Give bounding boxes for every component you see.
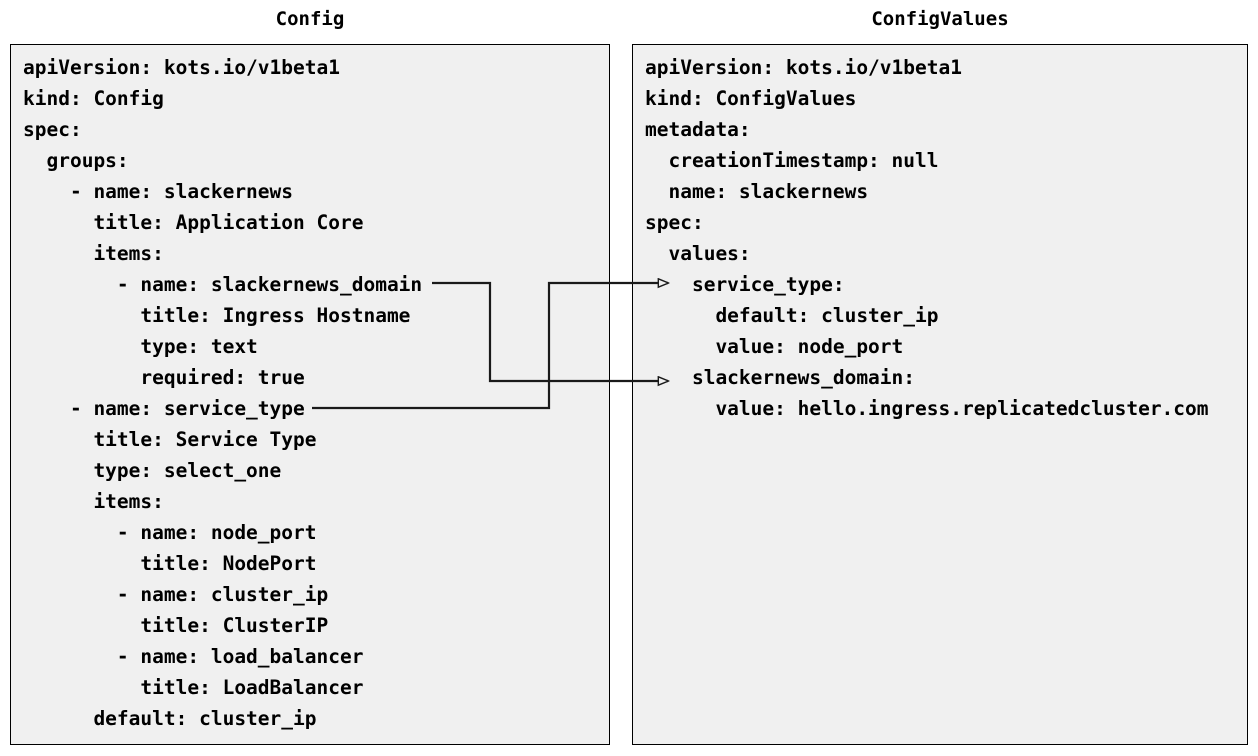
code-line: creationTimestamp: null <box>645 149 939 172</box>
code-line: service_type: <box>645 273 845 296</box>
code-line: type: text <box>23 335 258 358</box>
code-line: kind: Config <box>23 87 164 110</box>
code-line: default: cluster_ip <box>23 707 317 730</box>
code-line: spec: <box>645 211 704 234</box>
code-line: required: true <box>23 366 305 389</box>
code-line: apiVersion: kots.io/v1beta1 <box>23 56 340 79</box>
code-line: items: <box>23 242 164 265</box>
panel-title-config: Config <box>275 8 345 30</box>
code-line: - name: cluster_ip <box>23 583 329 606</box>
code-line: title: ClusterIP <box>23 614 329 637</box>
code-line: metadata: <box>645 118 751 141</box>
code-line: title: NodePort <box>23 552 317 575</box>
config-panel: apiVersion: kots.io/v1beta1 kind: Config s… <box>10 44 610 745</box>
code-line: - name: node_port <box>23 521 317 544</box>
panel-title-configvalues: ConfigValues <box>871 8 1009 30</box>
code-line: - name: slackernews_domain <box>23 273 423 296</box>
code-line: values: <box>645 242 751 265</box>
code-line: type: select_one <box>23 459 282 482</box>
code-line: name: slackernews <box>645 180 869 203</box>
code-line: title: LoadBalancer <box>23 676 364 699</box>
code-line: slackernews_domain: <box>645 366 916 389</box>
code-line: groups: <box>23 149 129 172</box>
code-line: title: Ingress Hostname <box>23 304 411 327</box>
code-line: - name: load_balancer <box>23 645 364 668</box>
code-line: spec: <box>23 118 82 141</box>
code-line: items: <box>23 490 164 513</box>
code-line: kind: ConfigValues <box>645 87 857 110</box>
code-line: title: Service Type <box>23 428 317 451</box>
code-line: title: Application Core <box>23 211 364 234</box>
code-line: default: cluster_ip <box>645 304 939 327</box>
code-line: - name: slackernews <box>23 180 294 203</box>
code-line: - name: service_type <box>23 397 305 420</box>
code-line: apiVersion: kots.io/v1beta1 <box>645 56 962 79</box>
configvalues-panel: apiVersion: kots.io/v1beta1 kind: ConfigV… <box>632 44 1248 745</box>
code-line: value: node_port <box>645 335 904 358</box>
code-line: value: hello.ingress.replicatedcluster.c… <box>645 397 1209 420</box>
